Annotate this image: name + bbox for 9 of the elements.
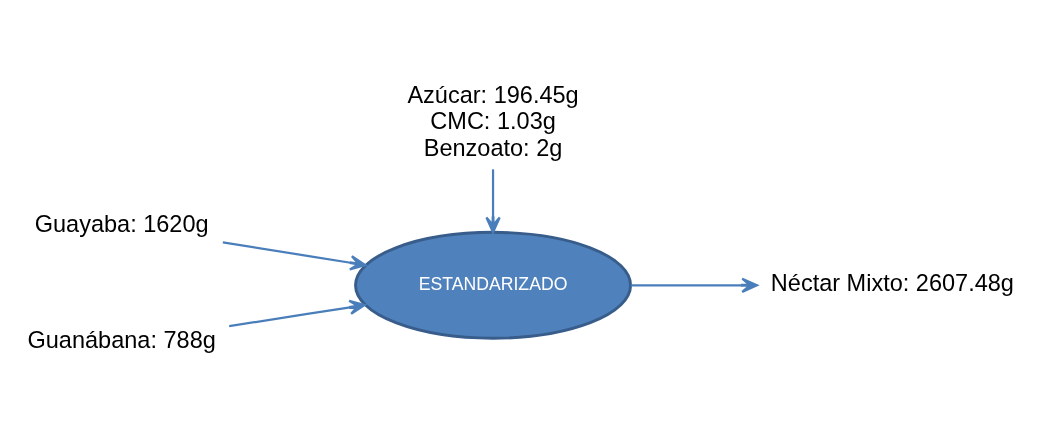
- arrow: [485, 168, 501, 233]
- node-text: Guanábana: 788g: [27, 326, 216, 353]
- node-text: Azúcar: 196.45g CMC: 1.03g Benzoato: 2g: [407, 81, 579, 161]
- node-text: Néctar Mixto: 2607.48g: [770, 269, 1014, 296]
- arrow: [229, 299, 366, 327]
- arrow: [630, 277, 759, 293]
- node-ellipse: ESTANDARIZADO: [354, 230, 633, 340]
- arrow: [222, 240, 367, 270]
- node-text: Guayaba: 1620g: [34, 210, 209, 237]
